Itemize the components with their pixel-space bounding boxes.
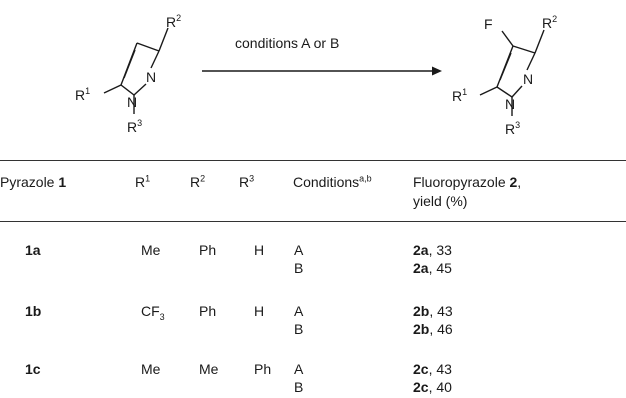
row-1b-yield-a: 2b, 43 [413, 303, 453, 319]
row-1a-yield-b: 2a, 45 [413, 260, 452, 276]
product-fluorine: F [484, 16, 493, 32]
row-1b-r2: Ph [199, 303, 217, 319]
row-1c-r1: Me [141, 361, 161, 377]
header-r3: R3 [239, 173, 255, 190]
row-1c-r2: Me [199, 361, 219, 377]
reaction-arrowhead [432, 66, 442, 76]
row-1a-r3: H [254, 242, 265, 258]
header-conditions: Conditionsa,b [293, 173, 372, 190]
table-header-rule [0, 221, 626, 222]
reaction-scheme: N N R2 R1 R3 conditions A or B F N N R2 … [75, 13, 557, 137]
start-r1: R1 [75, 86, 90, 103]
row-1a-cond-a: A [294, 242, 304, 258]
row-1b-r3: H [254, 303, 265, 319]
row-1a-r2: Ph [199, 242, 217, 258]
product-n-ring: N [523, 71, 533, 87]
row-1c-pyrazole: 1c [25, 361, 41, 377]
row-1c-yield-a: 2c, 43 [413, 361, 452, 377]
product-pyrazole-structure [479, 29, 545, 116]
start-r2: R2 [166, 13, 181, 30]
header-r1: R1 [135, 173, 151, 190]
row-1b-cond-b: B [294, 321, 304, 337]
row-1c-cond-b: B [294, 379, 304, 395]
product-r1: R1 [452, 87, 467, 104]
row-1a-pyrazole: 1a [25, 242, 41, 258]
start-n-sub: N [127, 94, 137, 110]
header-r2: R2 [190, 173, 206, 190]
row-1a-cond-b: B [294, 260, 304, 276]
header-product-yield: yield (%) [413, 193, 468, 209]
start-r3: R3 [127, 118, 142, 135]
start-n-ring: N [146, 69, 156, 85]
product-n-sub: N [505, 96, 515, 112]
header-pyrazole: Pyrazole 1 [0, 174, 67, 190]
row-1b-yield-b: 2b, 46 [413, 321, 453, 337]
product-r3: R3 [505, 120, 520, 137]
row-1b-pyrazole: 1b [25, 303, 42, 319]
starting-pyrazole-structure [103, 27, 169, 114]
product-r2: R2 [542, 14, 557, 31]
row-1c-r3: Ph [254, 361, 272, 377]
row-1a-r1: Me [141, 242, 161, 258]
row-1a-yield-a: 2a, 33 [413, 242, 452, 258]
row-1c-cond-a: A [294, 361, 304, 377]
row-1b-r1: CF3 [141, 303, 165, 322]
header-product: Fluoropyrazole 2, [413, 174, 522, 190]
table-top-rule [0, 160, 626, 161]
row-1c-yield-b: 2c, 40 [413, 379, 452, 395]
arrow-conditions-label: conditions A or B [235, 35, 339, 51]
row-1b-cond-a: A [294, 303, 304, 319]
